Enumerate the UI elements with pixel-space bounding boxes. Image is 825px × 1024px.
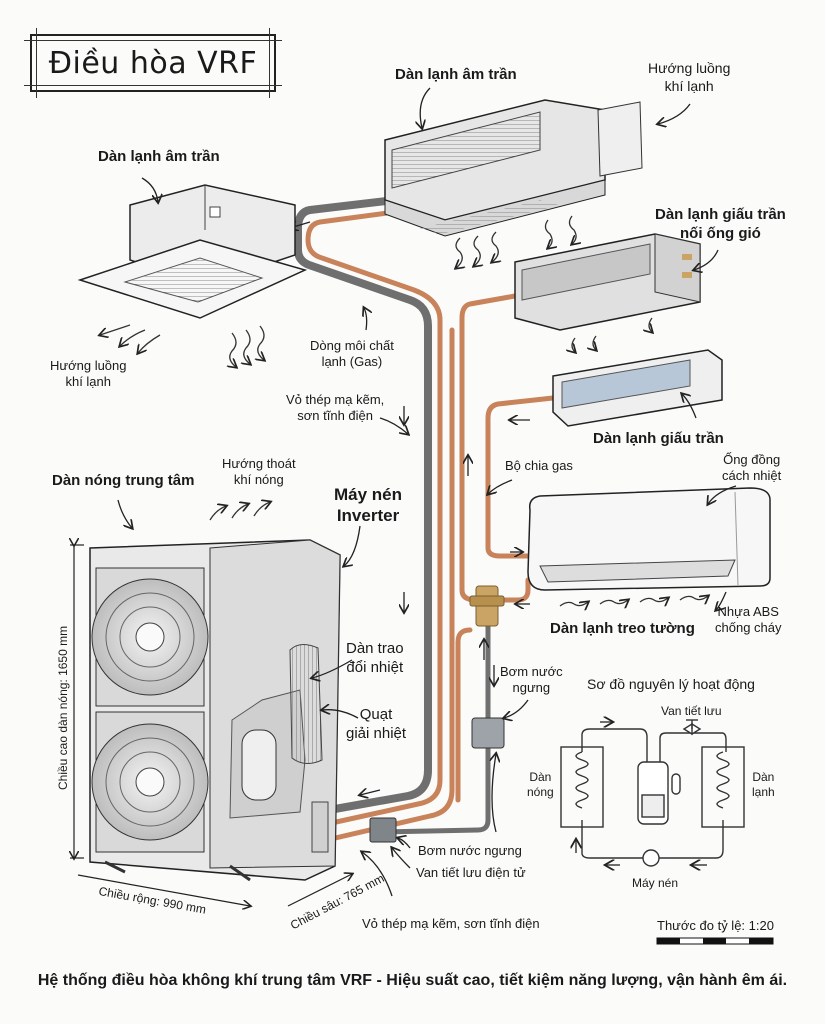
- cassette-indoor-unit: [77, 184, 308, 319]
- copper-main-pipe: [305, 209, 443, 829]
- condensate-pump: [471, 717, 505, 749]
- concealed-duct-unit: [514, 233, 701, 331]
- label-line: Máy nén: [334, 485, 403, 504]
- label-cooling-fan: Quạt giải nhiệt: [346, 706, 406, 744]
- label-line: khí lạnh: [65, 374, 112, 390]
- schematic-pump-symbol: [642, 849, 660, 867]
- schematic-evaporator: [701, 746, 745, 828]
- label-ducted-unit: Dàn lạnh âm trần: [395, 66, 517, 83]
- label-line: nối ống gió: [680, 224, 761, 242]
- label-line: Dàn trao: [346, 640, 404, 657]
- label-casing-upper: Vỏ thép mạ kẽm, sơn tĩnh điện: [286, 392, 384, 425]
- label-line: chống cháy: [715, 620, 782, 636]
- caption: Hệ thống điều hòa không khí trung tâm VR…: [37, 972, 788, 989]
- slim-concealed-unit: [552, 349, 723, 427]
- label-hot-air: Hướng thoát khí nóng: [222, 456, 296, 489]
- label-line: sơn tĩnh điện: [297, 408, 374, 424]
- label-heat-exchanger: Dàn trao đổi nhiệt: [346, 640, 404, 678]
- schematic-title: Sơ đồ nguyên lý hoạt động: [587, 676, 755, 692]
- label-line: Inverter: [336, 506, 400, 526]
- label-airflow-top-right: Hướng luồng khí lạnh: [648, 60, 730, 95]
- label-line: giải nhiệt: [346, 724, 407, 742]
- label-line: Bơm nước: [500, 664, 563, 679]
- label-line: Hướng luồng: [50, 358, 127, 373]
- schematic-valve-label: Van tiết lưu: [661, 704, 722, 718]
- label-abs-plastic: Nhựa ABS chống cháy: [715, 604, 782, 637]
- label-outdoor-unit: Dàn nóng trung tâm: [52, 472, 195, 489]
- label-line: Dàn lạnh giấu trần: [655, 206, 786, 223]
- schematic-evaporator-label: Dàn lạnh: [752, 770, 775, 800]
- label-line: Dàn: [752, 770, 775, 784]
- wall-mounted-unit: [527, 487, 771, 591]
- schematic-compressor-label: Máy nén: [632, 876, 679, 890]
- label-line: lạnh (Gas): [321, 354, 383, 370]
- label-line: Ống đồng: [723, 452, 781, 467]
- scale-bar: [656, 937, 774, 945]
- label-line: khí nóng: [233, 472, 284, 488]
- insulated-main-pipe: [294, 196, 432, 816]
- label-line: Nhựa ABS: [717, 604, 779, 619]
- dimension-lines: [70, 545, 352, 906]
- label-concealed-duct-unit: Dàn lạnh giấu trần nối ống gió: [655, 206, 786, 244]
- operating-principle-schematic: [560, 720, 745, 867]
- label-condensate-pump-lower: Bơm nước ngưng: [418, 843, 522, 858]
- heat-exchanger-coil: [289, 644, 323, 764]
- schematic-condenser-label: Dàn nóng: [527, 770, 554, 800]
- airflow-arrows: [100, 215, 708, 606]
- label-line: Dòng môi chất: [310, 338, 394, 353]
- label-airflow-left: Hướng luồng khí lạnh: [50, 358, 127, 391]
- label-expansion-valve: Van tiết lưu điện tử: [416, 865, 526, 880]
- label-line: khí lạnh: [664, 77, 714, 94]
- scale-label: Thước đo tỷ lệ: 1:20: [657, 918, 774, 933]
- electronic-expansion-valve: [369, 817, 397, 843]
- label-line: Hướng luồng: [648, 60, 731, 76]
- label-line: cách nhiệt: [722, 468, 782, 484]
- title-box: Điều hòa VRF: [24, 28, 282, 98]
- label-line: lạnh: [752, 785, 775, 799]
- refrigerant-pipes: [294, 196, 556, 845]
- label-line: Vỏ thép mạ kẽm,: [286, 392, 385, 407]
- label-line: ngưng: [512, 680, 551, 696]
- callout-arrows: [117, 87, 737, 897]
- label-line: Quạt: [359, 706, 393, 723]
- label-copper-pipe: Ống đồng cách nhiệt: [722, 452, 781, 485]
- label-refrigerant-flow: Dòng môi chất lạnh (Gas): [310, 338, 394, 371]
- label-compressor: Máy nén Inverter: [334, 484, 402, 527]
- label-concealed-unit: Dàn lạnh giấu trần: [593, 430, 724, 447]
- label-line: Hướng thoát: [222, 456, 296, 471]
- schematic-condenser: [560, 746, 604, 828]
- outdoor-unit: [89, 539, 341, 882]
- label-line: Dàn: [529, 770, 552, 784]
- label-line: đổi nhiệt: [346, 658, 404, 676]
- dimension-height: Chiều cao dàn nóng: 1650 mm: [56, 625, 70, 790]
- inverter-compressor: [241, 729, 277, 801]
- label-gas-splitter: Bộ chia gas: [505, 458, 573, 473]
- label-casing-lower: Vỏ thép mạ kẽm, sơn tĩnh điện: [362, 916, 540, 931]
- label-wall-unit: Dàn lạnh treo tường: [550, 620, 695, 637]
- label-line: nóng: [527, 785, 554, 799]
- label-cassette-unit: Dàn lạnh âm trần: [98, 148, 220, 165]
- label-condensate-pump-upper: Bơm nước ngưng: [500, 664, 563, 697]
- copper-return-pipe: [315, 327, 455, 845]
- ducted-indoor-unit: [384, 99, 643, 237]
